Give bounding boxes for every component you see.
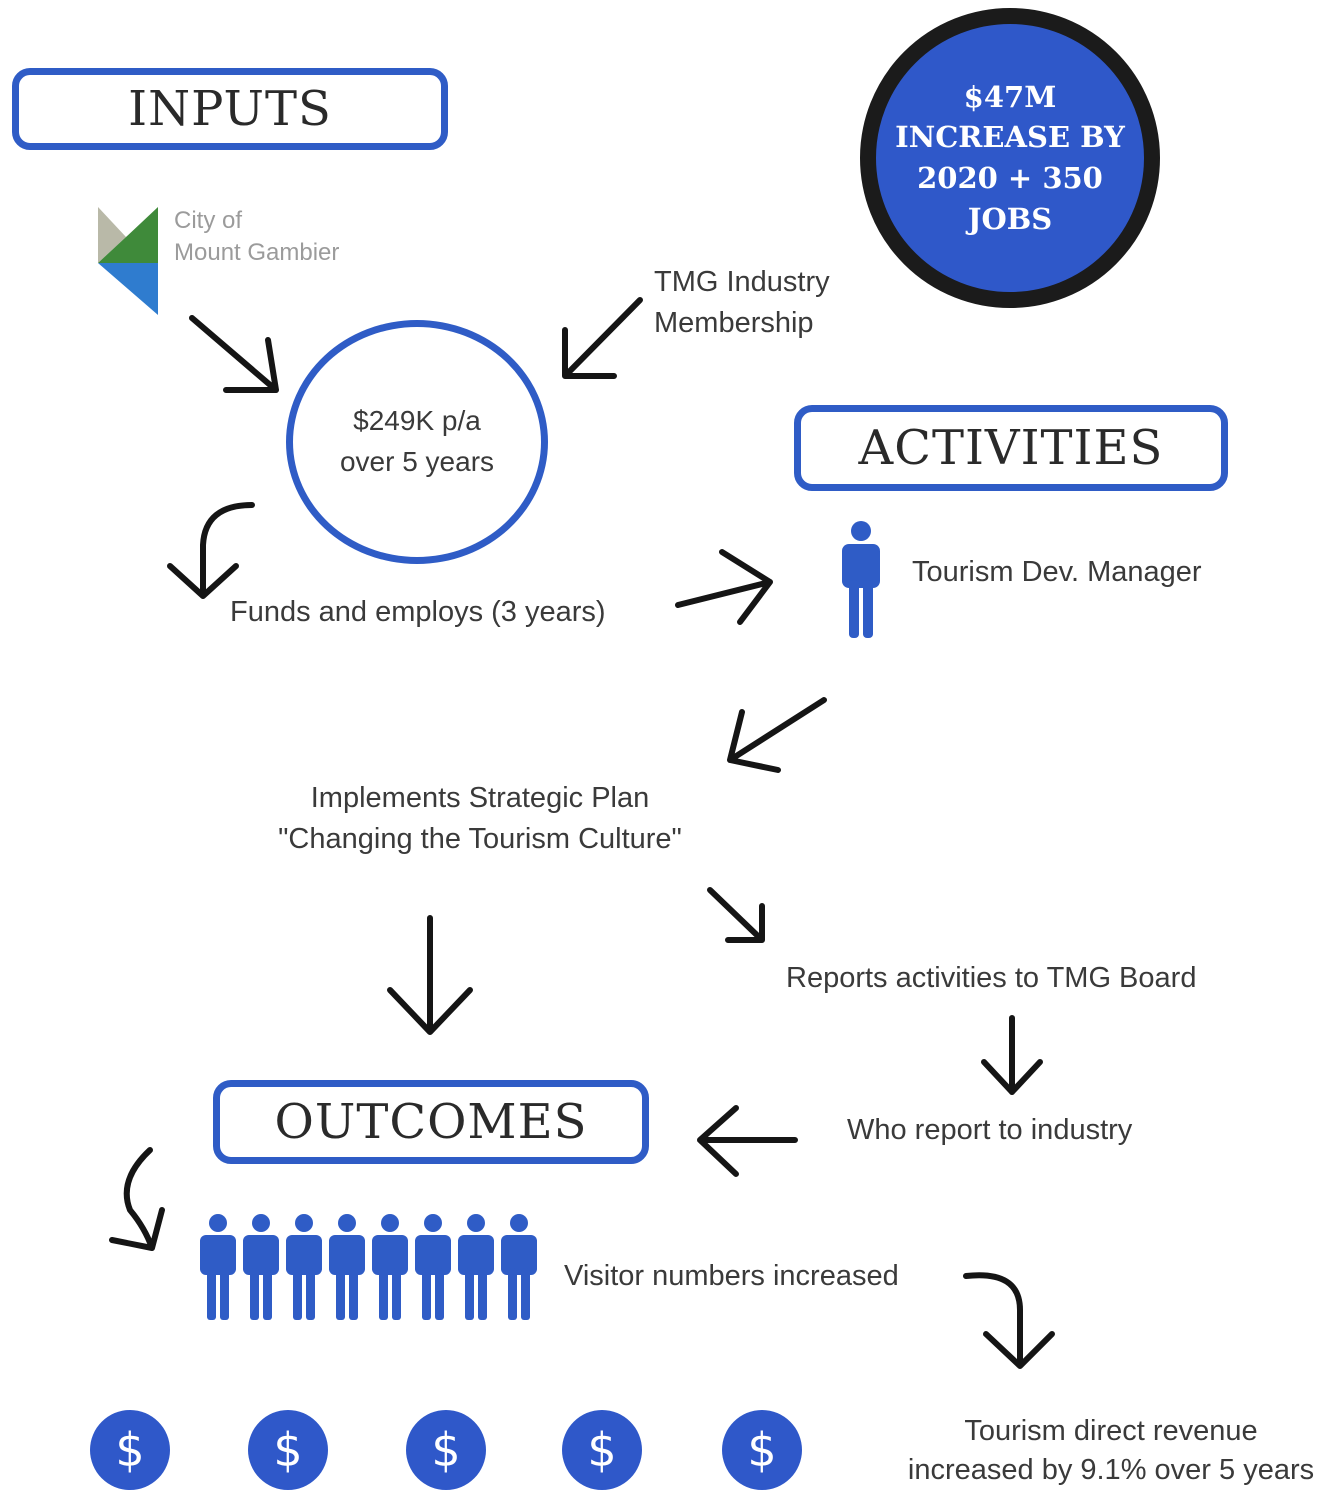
- visitor-person-icon: [458, 1214, 494, 1320]
- visitor-person-icon: [329, 1214, 365, 1320]
- dollar-coin-icon: $: [406, 1410, 486, 1490]
- visitor-person-icon: [372, 1214, 408, 1320]
- visitor-person-icon: [415, 1214, 451, 1320]
- visitor-person-icon: [501, 1214, 537, 1320]
- outcomes-heading-label: OUTCOMES: [274, 1094, 588, 1150]
- target-badge-text: $47M INCREASE BY 2020 + 350 JOBS: [895, 79, 1125, 236]
- manager-person-icon: [842, 521, 880, 638]
- funding-line2: over 5 years: [339, 446, 495, 477]
- strategic-plan-line1: Implements Strategic Plan: [310, 782, 650, 814]
- council-logo-line1: City of: [174, 207, 243, 234]
- dollar-coin-icon: $: [562, 1410, 642, 1490]
- membership-label: TMG Industry Membership: [654, 262, 830, 343]
- membership-line2: Membership: [654, 306, 814, 339]
- strategic-plan-label: Implements Strategic Plan "Changing the …: [230, 778, 730, 859]
- funds-employs-label: Funds and employs (3 years): [230, 596, 606, 628]
- visitor-person-icon: [286, 1214, 322, 1320]
- activities-heading-label: ACTIVITIES: [858, 420, 1164, 476]
- manager-label: Tourism Dev. Manager: [912, 556, 1202, 588]
- inputs-heading-label: INPUTS: [128, 81, 332, 137]
- report-industry-label: Who report to industry: [847, 1114, 1133, 1146]
- revenue-line1: Tourism direct revenue: [964, 1415, 1258, 1447]
- inputs-heading: INPUTS: [12, 68, 448, 150]
- visitors-label: Visitor numbers increased: [564, 1260, 899, 1292]
- funding-line1: $249K p/a: [353, 405, 481, 437]
- council-logo-text: City of Mount Gambier: [174, 205, 339, 270]
- dollar-coin-icon: $: [90, 1410, 170, 1490]
- membership-line1: TMG Industry: [654, 266, 830, 298]
- council-logo: City of Mount Gambier: [98, 205, 378, 317]
- visitor-person-icon: [243, 1214, 279, 1320]
- revenue-line2: increased by 9.1% over 5 years: [907, 1454, 1315, 1487]
- visitor-person-icon: [200, 1214, 236, 1320]
- activities-heading: ACTIVITIES: [794, 405, 1228, 491]
- dollar-coin-icon: $: [248, 1410, 328, 1490]
- reports-board-label: Reports activities to TMG Board: [786, 962, 1197, 994]
- dollar-coin-icon: $: [722, 1410, 802, 1490]
- strategic-plan-line2: "Changing the Tourism Culture": [278, 822, 682, 855]
- council-logo-line2: Mount Gambier: [174, 239, 340, 267]
- revenue-label: Tourism direct revenue increased by 9.1%…: [896, 1412, 1326, 1490]
- visitors-icons: [198, 1214, 543, 1324]
- council-logo-mark: [98, 207, 158, 315]
- funding-circle: $249K p/a over 5 years: [286, 320, 548, 564]
- outcomes-heading: OUTCOMES: [213, 1080, 649, 1164]
